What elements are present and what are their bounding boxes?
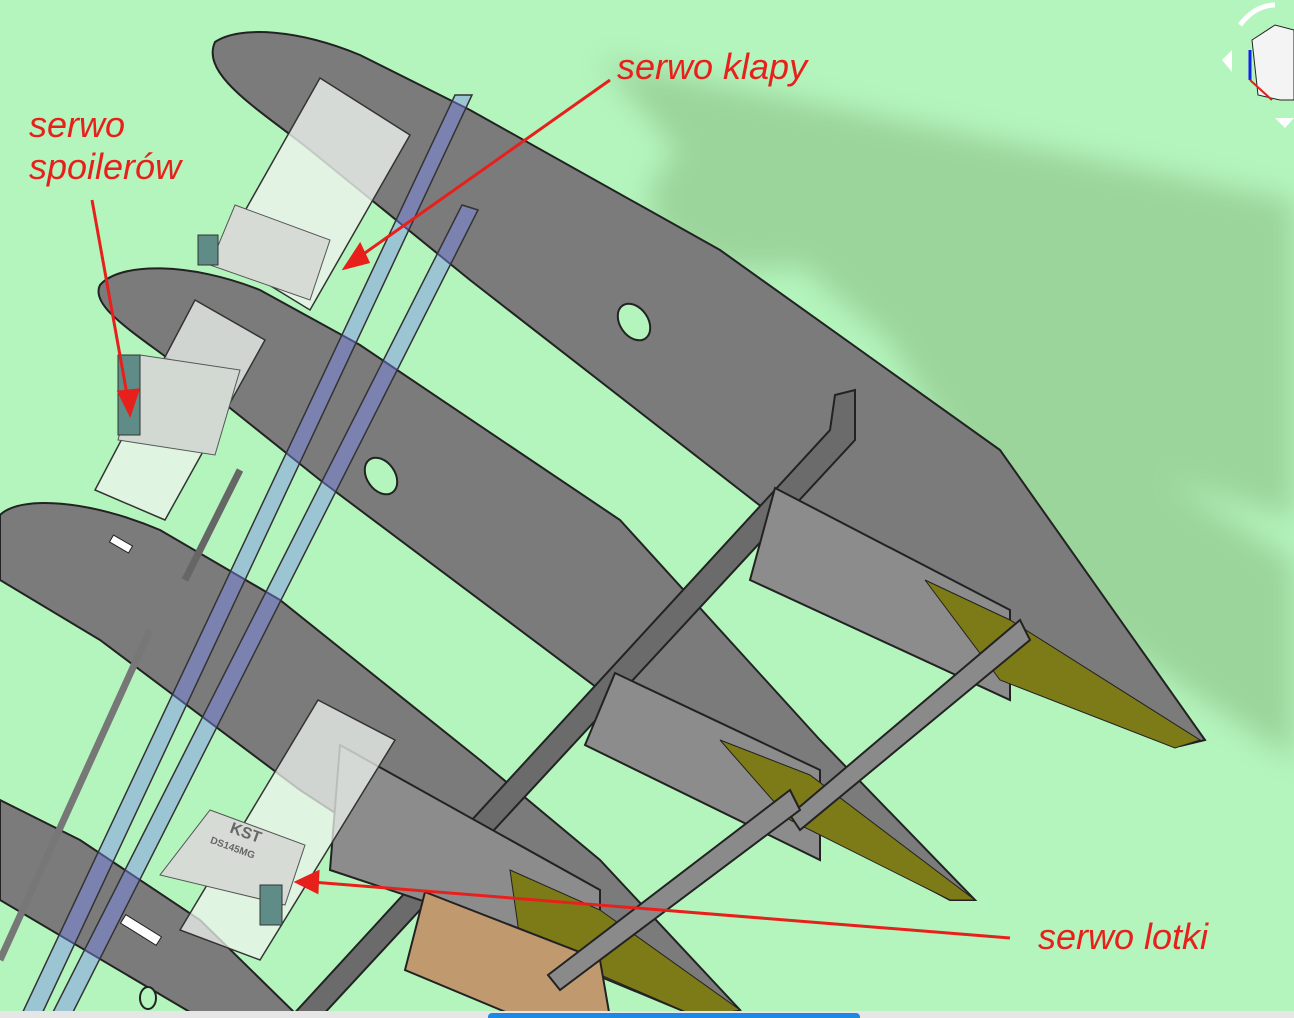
control-linkage <box>546 618 1032 992</box>
annotation-aileron-servo: serwo lotki <box>1038 916 1209 957</box>
annotation-spoiler-servo-line1: serwo <box>29 104 126 145</box>
spoiler-servo[interactable] <box>93 298 267 521</box>
flap-servo[interactable] <box>197 76 412 312</box>
ground-shadow <box>600 60 1294 760</box>
rotate-view-icon[interactable] <box>1238 2 1276 27</box>
aileron-servo[interactable]: KST DS145MG <box>159 699 397 961</box>
nav-down-arrow-icon[interactable] <box>1275 118 1294 128</box>
horizontal-scrollbar[interactable] <box>488 1013 860 1018</box>
annotation-spoiler-servo-line2: spoilerów <box>29 146 182 187</box>
main-spar[interactable] <box>288 388 856 1018</box>
annotation-flap-servo: serwo klapy <box>617 46 808 87</box>
rod-2 <box>0 628 154 962</box>
blue-spar-strips <box>19 94 480 1018</box>
nav-left-arrow-icon[interactable] <box>1222 50 1232 72</box>
view-cube-icon[interactable] <box>1222 2 1294 128</box>
wing-rib-4[interactable] <box>0 798 302 1018</box>
web-plate-1 <box>748 486 1011 702</box>
annotation-arrows <box>90 78 1011 940</box>
rod-1 <box>181 468 244 582</box>
